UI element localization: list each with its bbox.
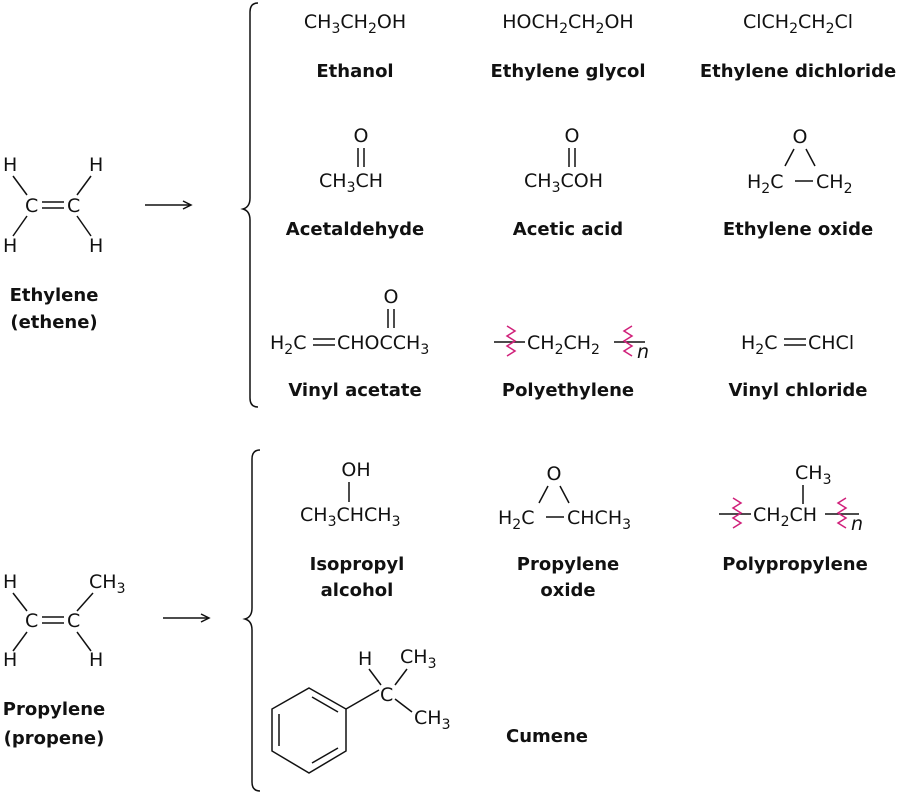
ethylene-oxide-left: H2C	[747, 171, 784, 197]
propylene-structure: H CH3 C C H H	[3, 571, 125, 671]
propylene-products-brace	[242, 449, 261, 792]
bond	[394, 668, 408, 686]
vinyl-acetate-right: CHOCCH3	[337, 332, 429, 358]
bond	[12, 215, 28, 237]
vinyl-chloride-left: H2C	[741, 332, 778, 358]
isopropyl-alcohol-name-line2: alcohol	[321, 580, 394, 601]
polyethylene-structure: CH2CH2 n	[494, 325, 649, 363]
polypropylene-ch3: CH3	[795, 462, 831, 488]
bond	[12, 592, 28, 612]
isopropyl-alcohol-oh: OH	[341, 459, 370, 481]
propylene-h-top-left: H	[3, 571, 17, 593]
ethylene-oxide-oxygen: O	[793, 126, 808, 148]
propylene-ch3: CH3	[89, 571, 125, 597]
cumene-c: C	[380, 684, 393, 706]
ethylene-products-brace	[240, 2, 259, 408]
wavy-bond-left	[505, 325, 517, 357]
cumene-name: Cumene	[506, 726, 588, 747]
vinyl-chloride-structure: H2C CHCl	[741, 332, 854, 358]
bond	[76, 175, 92, 196]
ethylene-dichloride-formula: ClCH2CH2Cl	[743, 11, 853, 37]
ethylene-c-right: C	[67, 195, 80, 217]
wavy-bond-left	[731, 497, 743, 529]
ethylene-name: Ethylene	[10, 285, 99, 306]
bond	[76, 215, 92, 237]
vinyl-acetate-left: H2C	[270, 332, 307, 358]
vinyl-acetate-oxygen: O	[384, 286, 399, 308]
propylene-h-bottom-right: H	[89, 649, 103, 671]
wavy-bond-right	[622, 325, 634, 357]
acetaldehyde-structure: O CH3CH	[319, 125, 383, 196]
bond	[394, 698, 413, 713]
vinyl-acetate-structure: O H2C CHOCCH3	[270, 286, 429, 358]
repeat-count-n: n	[851, 513, 863, 535]
propylene-oxide-structure: O H2C CHCH3	[498, 463, 631, 533]
propylene-oxide-oxygen: O	[547, 463, 562, 485]
polypropylene-name: Polypropylene	[722, 554, 868, 575]
propylene-h-bottom-left: H	[3, 649, 17, 671]
polypropylene-structure: CH3 CH2CH n	[719, 462, 863, 535]
isopropyl-alcohol-structure: OH CH3CHCH3	[300, 459, 401, 530]
acetic-acid-oxygen: O	[565, 125, 580, 147]
acetic-acid-formula: CH3COH	[524, 170, 603, 196]
aromatic-inner-bond	[311, 747, 339, 764]
ethylene-h-bottom-left: H	[3, 235, 17, 257]
ethylene-dichloride-name: Ethylene dichloride	[700, 61, 896, 82]
propylene-oxide-name-line2: oxide	[540, 580, 595, 601]
propylene-oxide-right: CHCH3	[567, 507, 631, 533]
cumene-ch3-top: CH3	[400, 646, 436, 672]
isopropyl-alcohol-formula: CH3CHCH3	[300, 504, 401, 530]
ethylene-oxide-structure: O H2C CH2	[747, 126, 852, 197]
bond	[12, 631, 28, 652]
ethylene-oxide-right: CH2	[816, 171, 852, 197]
ethylene-h-top-right: H	[89, 154, 103, 176]
ethylene-glycol-formula: HOCH2CH2OH	[502, 11, 633, 37]
repeat-count-n: n	[637, 341, 649, 363]
isopropyl-alcohol-name-line1: Isopropyl	[310, 554, 405, 575]
propylene-c-right: C	[67, 610, 80, 632]
propylene-name: Propylene	[3, 699, 105, 720]
bond	[368, 668, 382, 686]
cumene-h: H	[358, 648, 372, 670]
acetaldehyde-formula: CH3CH	[319, 170, 383, 196]
acetic-acid-structure: O CH3COH	[524, 125, 603, 196]
acetaldehyde-name: Acetaldehyde	[286, 219, 424, 240]
ethylene-glycol-name: Ethylene glycol	[490, 61, 645, 82]
polypropylene-formula: CH2CH	[753, 504, 817, 530]
ethanol-name: Ethanol	[316, 61, 393, 82]
polyethylene-formula: CH2CH2	[527, 332, 600, 358]
propylene-c-left: C	[25, 610, 38, 632]
wavy-bond-right	[836, 497, 848, 529]
propylene-arrow	[163, 613, 211, 623]
aromatic-inner-bond	[311, 696, 339, 713]
polyethylene-name: Polyethylene	[502, 380, 634, 401]
cumene-ch3-bottom: CH3	[414, 707, 450, 733]
propylene-alt-name: (propene)	[4, 728, 105, 749]
vinyl-acetate-name: Vinyl acetate	[288, 380, 421, 401]
ethylene-arrow	[145, 200, 193, 210]
vinyl-chloride-right: CHCl	[808, 332, 854, 354]
bond	[12, 175, 28, 196]
ethylene-c-left: C	[25, 195, 38, 217]
acetic-acid-name: Acetic acid	[513, 219, 623, 240]
ethylene-oxide-name: Ethylene oxide	[723, 219, 873, 240]
ethylene-alt-name: (ethene)	[10, 312, 97, 333]
propylene-oxide-name-line1: Propylene	[517, 554, 619, 575]
vinyl-chloride-name: Vinyl chloride	[729, 380, 868, 401]
cumene-structure: C H CH3 CH3	[271, 646, 450, 774]
bond	[345, 689, 380, 710]
propylene-oxide-left: H2C	[498, 507, 535, 533]
acetaldehyde-oxygen: O	[354, 125, 369, 147]
ethylene-h-top-left: H	[3, 154, 17, 176]
bond	[76, 631, 92, 652]
ethanol-formula: CH3CH2OH	[304, 11, 406, 37]
benzene-ring	[271, 687, 347, 774]
ethylene-h-bottom-right: H	[89, 235, 103, 257]
bond	[76, 592, 94, 612]
ethylene-structure: H H C C H H	[3, 154, 103, 257]
